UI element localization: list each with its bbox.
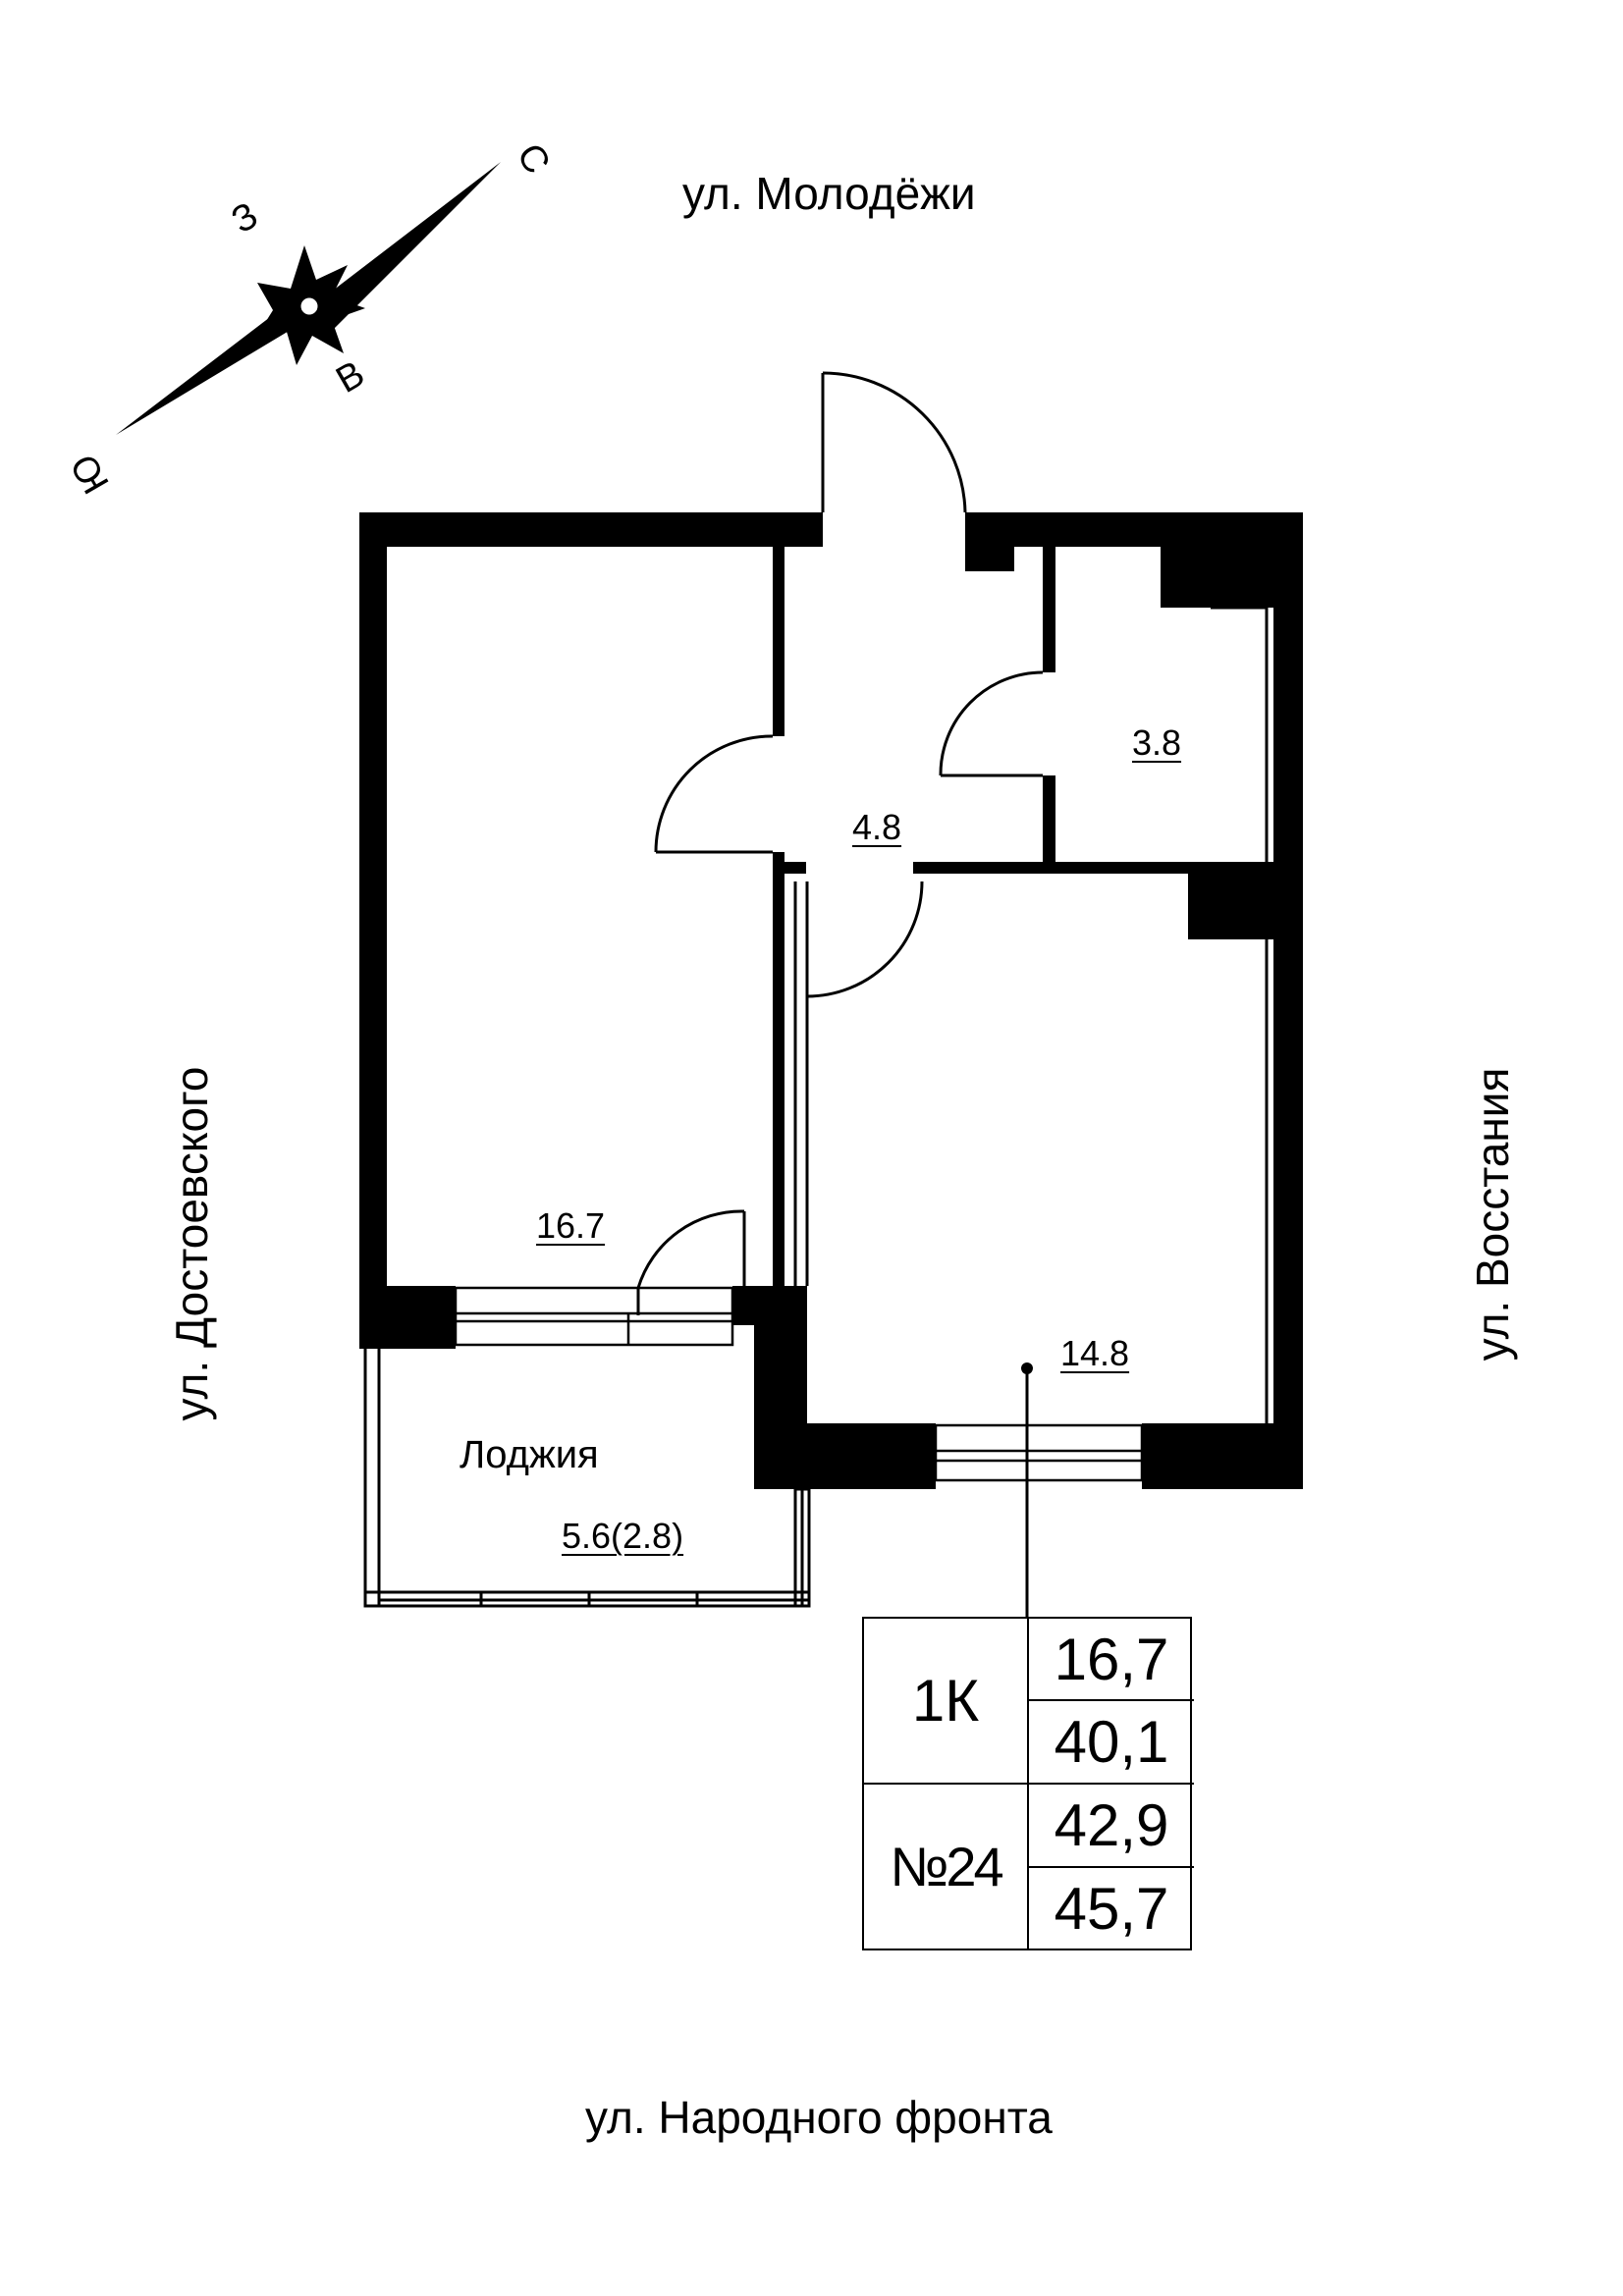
wall-bottom-right — [1142, 1423, 1303, 1489]
wall-left-outer — [359, 512, 387, 1349]
wall-kitchen-left-pillar — [754, 1286, 807, 1489]
living-room-area: 16.7 — [536, 1205, 606, 1246]
street-east: ул. Восстания — [1467, 1067, 1518, 1362]
wall-hall-bath — [1043, 547, 1055, 672]
street-north: ул. Молодёжи — [682, 168, 976, 219]
wall-top-stub — [965, 512, 1014, 571]
table-divider-left-middle — [864, 1783, 1029, 1785]
kitchen-window — [934, 1423, 1144, 1482]
table-divider-right-3 — [1027, 1866, 1194, 1868]
loggia-area: 5.6(2.8) — [562, 1516, 684, 1556]
bathroom-area: 3.8 — [1132, 722, 1182, 763]
thin-lines — [793, 606, 1269, 1423]
kitchen-shaft — [1188, 869, 1273, 939]
balcony-door — [636, 1209, 746, 1315]
leader-line — [1021, 1362, 1033, 1617]
loggia-name: Лоджия — [460, 1433, 599, 1476]
wall-hall-bath-lower — [1043, 775, 1055, 874]
apartment-type: 1К — [911, 1668, 980, 1734]
compass-label-south: Ю — [63, 447, 118, 500]
wall-right-outer — [1273, 512, 1303, 1489]
wall-living-hall-lower — [773, 852, 784, 1286]
total-area-no-loggia-value: 40,1 — [1054, 1709, 1169, 1775]
kitchen-area: 14.8 — [1060, 1333, 1130, 1373]
wall-bath-kitchen — [1043, 862, 1273, 874]
bath-shaft — [1161, 547, 1273, 608]
apartment-number: №24 — [890, 1836, 1003, 1897]
wall-kitchen-left — [784, 862, 806, 874]
wall-top-right — [965, 512, 1301, 547]
bathroom-door — [939, 670, 1044, 777]
compass-needle-north — [312, 162, 501, 331]
total-area-full-value: 45,7 — [1054, 1875, 1169, 1942]
living-room-window — [454, 1286, 734, 1347]
total-area-reduced-value: 42,9 — [1054, 1792, 1169, 1858]
compass-label-west: З — [225, 195, 265, 242]
wall-top-left — [359, 512, 823, 547]
wall-living-bottom-right — [732, 1286, 754, 1325]
kitchen-door — [805, 881, 924, 998]
compass-label-east: В — [330, 353, 372, 401]
table-divider-right-2 — [1027, 1783, 1194, 1785]
street-west: ул. Достоевского — [166, 1066, 217, 1421]
compass-rose: С З В Ю — [63, 137, 558, 501]
apartment-info-table: 1К №24 16,7 40,1 42,9 45,7 — [862, 1617, 1194, 1950]
loggia — [363, 1349, 811, 1608]
living-area-value: 16,7 — [1054, 1626, 1169, 1692]
living-room-door — [654, 734, 774, 854]
wall-living-hall — [773, 547, 784, 736]
wall-living-bottom-left — [359, 1286, 456, 1349]
wall-hall-kitchen — [913, 862, 1043, 874]
street-south: ул. Народного фронта — [585, 2092, 1053, 2143]
compass-label-north: С — [509, 137, 558, 182]
entrance-door — [821, 371, 967, 513]
hall-area: 4.8 — [852, 807, 902, 847]
compass-center — [298, 294, 321, 318]
walls — [359, 512, 1303, 1489]
table-divider-right-1 — [1027, 1699, 1194, 1701]
